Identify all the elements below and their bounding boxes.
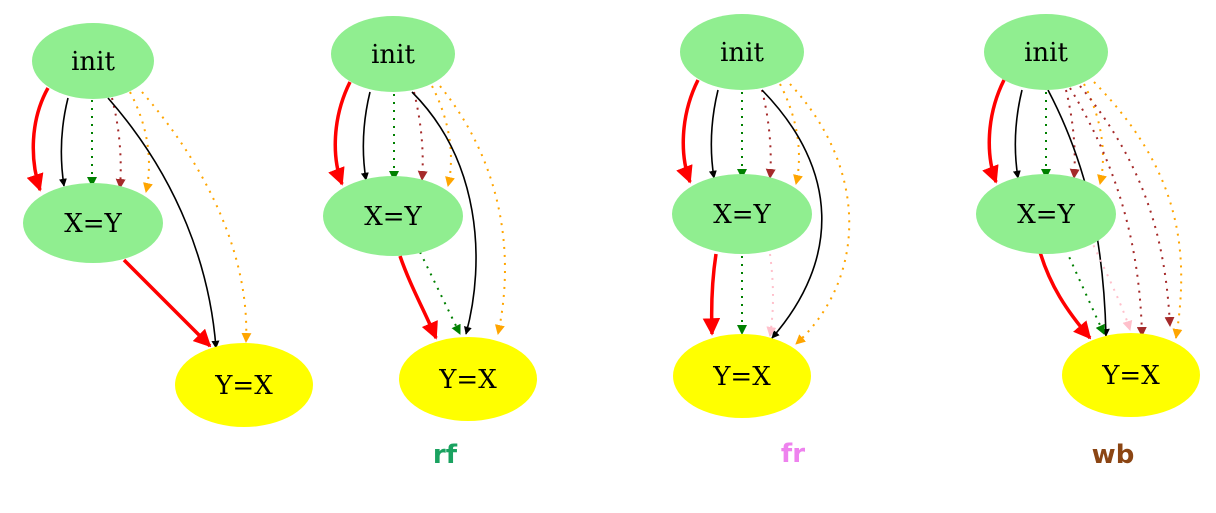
node-read-y xyxy=(1062,333,1200,417)
edge-init-x-black xyxy=(1012,89,1023,179)
edge-init-y-black xyxy=(411,91,477,335)
edge-orange-init-y xyxy=(789,83,851,345)
edge-init-x-black xyxy=(58,97,69,187)
edge-po-x-y xyxy=(1038,251,1092,340)
edge-orange-init-x xyxy=(431,85,455,187)
edge-orange-init-x xyxy=(129,91,153,193)
node-init-label: init xyxy=(371,40,415,70)
edge-po-init-x xyxy=(328,81,352,186)
edge-init-x-black xyxy=(360,91,371,181)
node-read-y xyxy=(673,334,811,418)
edge-wb-init-x xyxy=(413,91,428,181)
node-init-label: init xyxy=(71,47,115,77)
edge-rf-x-y xyxy=(1065,249,1105,335)
node-write-x xyxy=(976,174,1116,254)
edge-po-x-y xyxy=(398,255,438,340)
node-init-label: init xyxy=(720,38,764,68)
node-write-x-label: X=Y xyxy=(1017,200,1075,230)
panel-1-edges xyxy=(26,87,252,349)
caption-wb: wb xyxy=(1092,440,1135,470)
panel-3-edges xyxy=(676,79,851,345)
edge-po-init-x xyxy=(26,87,50,192)
edge-init-y-black xyxy=(761,89,823,339)
caption-fr: fr xyxy=(781,439,805,469)
edge-init-y-black xyxy=(107,97,220,349)
edge-wb-init-x xyxy=(1065,89,1080,179)
edge-po-init-x xyxy=(982,79,1006,184)
node-read-y-label: Y=X xyxy=(214,371,273,401)
node-init-label: init xyxy=(1024,38,1068,68)
node-write-x-label: X=Y xyxy=(364,202,422,232)
node-init xyxy=(680,14,804,90)
edge-rf-x-y xyxy=(419,251,461,335)
edge-wb-init-y-2 xyxy=(1079,85,1175,327)
node-write-x xyxy=(672,174,812,254)
edge-init-x-black xyxy=(708,89,719,179)
node-write-x xyxy=(23,183,163,263)
panel-1: init X=Y Y=X xyxy=(23,23,313,427)
panel-2: init X=Y Y=X rf xyxy=(323,16,537,470)
node-init xyxy=(331,16,455,92)
edge-po-x-y xyxy=(122,258,212,348)
edge-po-x-y xyxy=(702,253,721,336)
edge-po-init-x xyxy=(676,79,700,184)
edge-orange-init-x xyxy=(779,83,803,185)
node-write-x-label: X=Y xyxy=(64,209,122,239)
panel-2-edges xyxy=(328,81,506,340)
edge-wb-init-x xyxy=(761,89,776,179)
node-init xyxy=(984,14,1108,90)
node-read-y xyxy=(175,343,313,427)
node-write-x-label: X=Y xyxy=(713,200,771,230)
node-write-x xyxy=(323,176,463,256)
node-read-y xyxy=(399,337,537,421)
edge-fr-x-y xyxy=(766,253,777,337)
node-init xyxy=(32,23,154,99)
node-read-y-label: Y=X xyxy=(712,362,771,392)
panel-4-edges xyxy=(982,79,1183,340)
panel-3: init X=Y Y=X fr xyxy=(672,14,851,469)
node-read-y-label: Y=X xyxy=(438,365,497,395)
caption-rf: rf xyxy=(433,440,458,470)
panel-4: init X=Y Y=X wb xyxy=(976,14,1200,470)
node-read-y-label: Y=X xyxy=(1101,361,1160,391)
edge-wb-init-x xyxy=(111,97,126,189)
edge-orange-init-x xyxy=(1083,83,1107,185)
